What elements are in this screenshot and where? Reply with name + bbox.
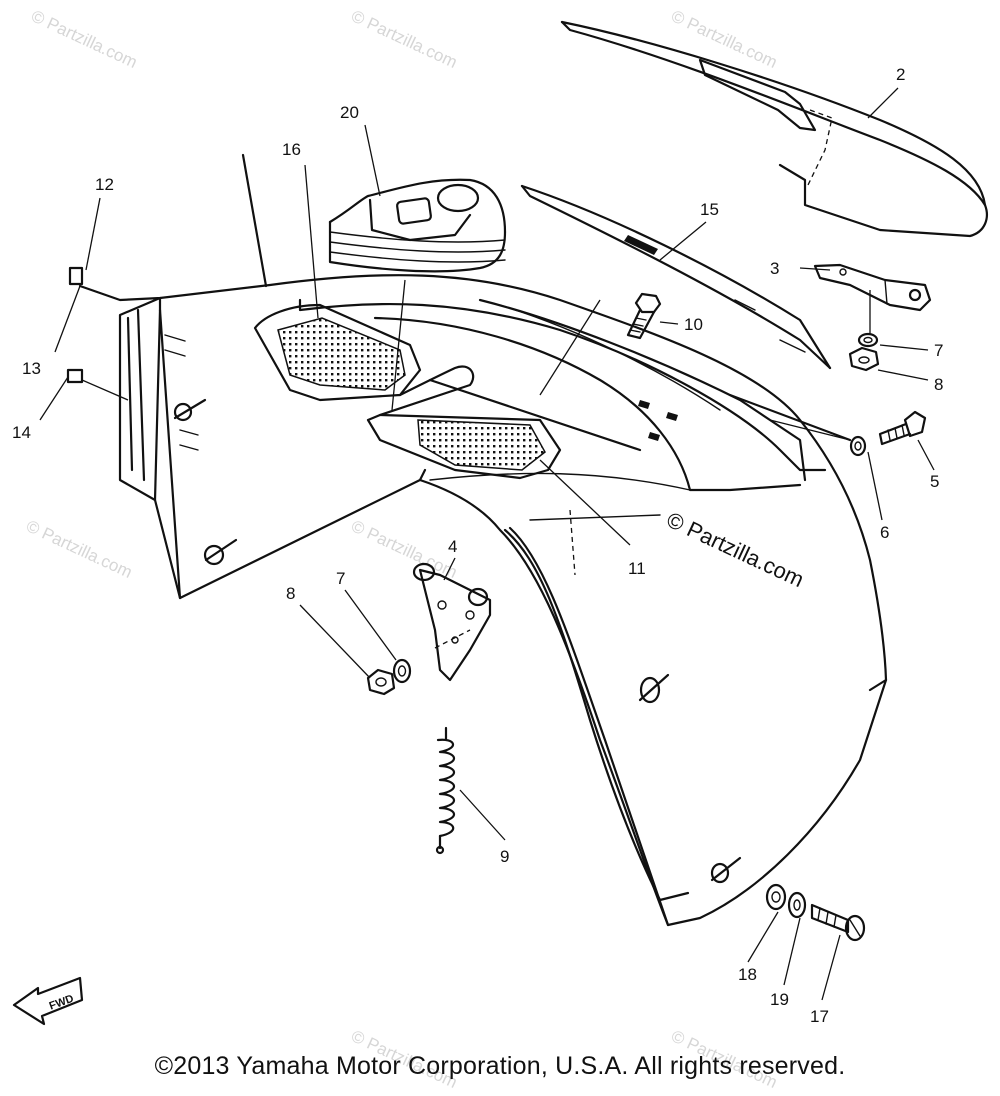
part-trim-strip[interactable] <box>520 184 832 370</box>
part-bolt-5[interactable] <box>878 410 927 446</box>
callout-8-lower: 8 <box>286 584 295 603</box>
watermarks: © Partzilla.com © Partzilla.com © Partzi… <box>23 6 808 1092</box>
callout-2: 2 <box>896 65 905 84</box>
part-nut-lower[interactable] <box>366 668 396 696</box>
callout-20: 20 <box>340 103 359 122</box>
part-grommet[interactable] <box>328 178 507 273</box>
callout-14: 14 <box>12 423 31 442</box>
part-clip-12-13[interactable] <box>68 266 84 286</box>
part-washer-6[interactable] <box>849 435 867 457</box>
part-bracket-3[interactable] <box>813 263 932 312</box>
callout-8-upper: 8 <box>934 375 943 394</box>
part-washer-upper[interactable] <box>857 332 879 348</box>
fwd-label: FWD <box>48 993 76 1013</box>
watermark-text: © Partzilla.com <box>28 6 140 72</box>
watermark-text: © Partzilla.com <box>23 516 135 582</box>
fwd-direction-badge: FWD <box>12 976 84 1026</box>
leader-lines <box>39 87 935 1001</box>
watermark-text: © Partzilla.com <box>348 6 460 72</box>
part-washer-18[interactable] <box>765 883 787 911</box>
callout-18: 18 <box>738 965 757 984</box>
callout-7-upper: 7 <box>934 341 943 360</box>
callout-17: 17 <box>810 1007 829 1026</box>
part-nut-upper[interactable] <box>848 346 880 372</box>
callout-11: 11 <box>628 559 646 578</box>
part-washer-lower[interactable] <box>392 658 412 684</box>
callout-6: 6 <box>880 523 889 542</box>
part-top-cover[interactable] <box>560 20 988 238</box>
copyright-notice: ©2013 Yamaha Motor Corporation, U.S.A. A… <box>154 1052 846 1080</box>
part-clip-14[interactable] <box>66 368 84 384</box>
watermark-text: © Partzilla.com <box>348 516 460 582</box>
callout-9: 9 <box>500 847 509 866</box>
fwd-arrow-icon <box>12 976 84 1026</box>
part-left-mat[interactable] <box>253 303 475 417</box>
part-main-frame[interactable] <box>78 153 888 927</box>
part-bolt-17[interactable] <box>810 903 866 942</box>
callout-5: 5 <box>930 472 939 491</box>
callout-12: 12 <box>95 175 114 194</box>
callout-10: 10 <box>684 315 703 334</box>
watermark-text: © Partzilla.com <box>663 507 808 592</box>
part-bolt-10[interactable] <box>626 292 662 340</box>
callout-labels: 2 3 4 5 6 7 7 8 8 9 10 11 12 13 14 15 16… <box>12 65 943 1026</box>
callout-7-lower: 7 <box>336 569 345 588</box>
callout-4: 4 <box>448 537 457 556</box>
part-bracket-4[interactable] <box>412 562 492 682</box>
callout-15: 15 <box>700 200 719 219</box>
callout-13: 13 <box>22 359 41 378</box>
callout-3: 3 <box>770 259 779 278</box>
callout-19: 19 <box>770 990 789 1009</box>
callout-16: 16 <box>282 140 301 159</box>
part-spring-9[interactable] <box>435 726 455 855</box>
part-washer-19[interactable] <box>787 891 807 919</box>
part-right-mat[interactable] <box>366 413 562 480</box>
watermark-text: © Partzilla.com <box>668 6 780 72</box>
